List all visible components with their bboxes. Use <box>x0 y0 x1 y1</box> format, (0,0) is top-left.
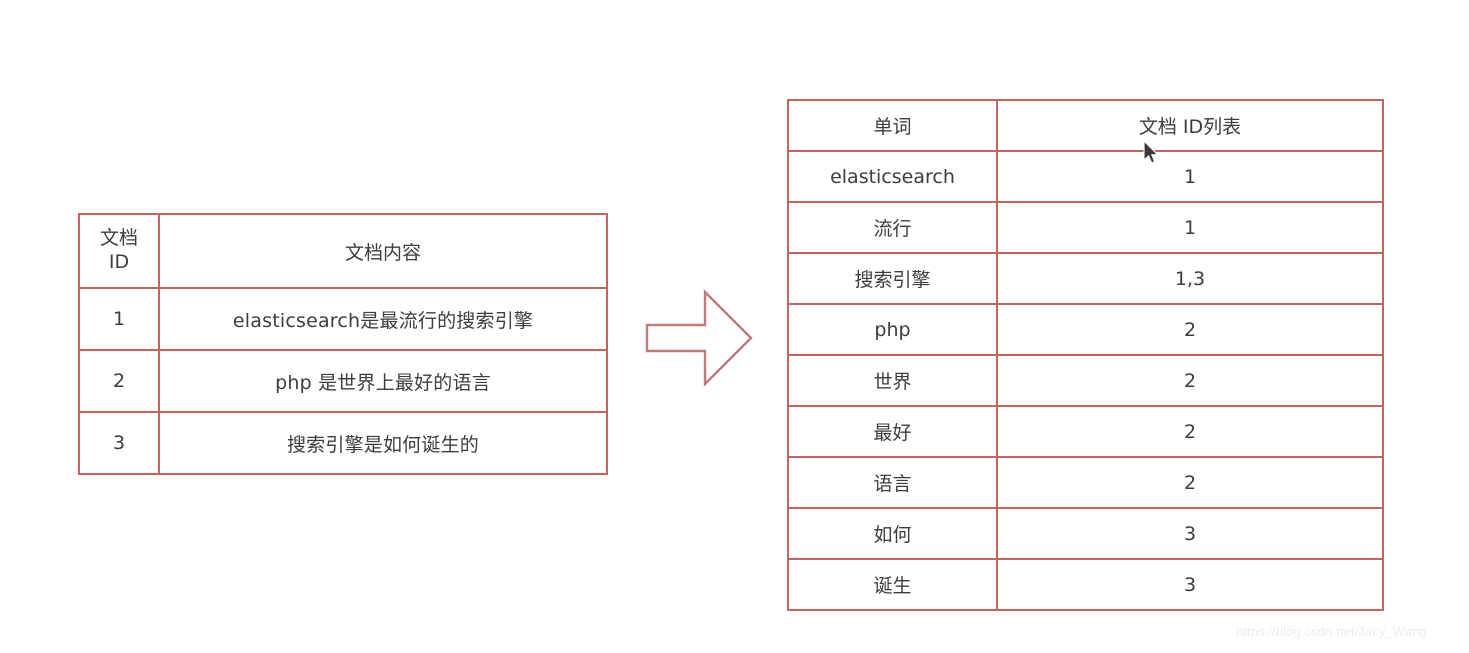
document-id-cell: 2 <box>78 349 160 413</box>
term-cell: 诞生 <box>787 558 998 611</box>
document-content-cell: elasticsearch是最流行的搜索引擎 <box>158 287 608 351</box>
term-cell: 搜索引擎 <box>787 252 998 305</box>
doc-ids-cell: 3 <box>996 507 1384 560</box>
document-content-cell: php 是世界上最好的语言 <box>158 349 608 413</box>
table-row: 搜索引擎 1,3 <box>787 252 1384 305</box>
arrow-shape <box>645 289 753 387</box>
term-cell: 如何 <box>787 507 998 560</box>
inverted-index-header-ids: 文档 ID列表 <box>996 99 1384 152</box>
documents-header-content: 文档内容 <box>158 213 608 289</box>
doc-ids-cell: 3 <box>996 558 1384 611</box>
term-cell: elasticsearch <box>787 150 998 203</box>
table-row: 如何 3 <box>787 507 1384 560</box>
documents-table: 文档 ID 文档内容 1 elasticsearch是最流行的搜索引擎 2 ph… <box>78 213 608 475</box>
doc-ids-cell: 2 <box>996 405 1384 458</box>
table-row: 1 elasticsearch是最流行的搜索引擎 <box>78 287 608 351</box>
doc-ids-cell: 2 <box>996 354 1384 407</box>
doc-ids-cell: 1,3 <box>996 252 1384 305</box>
doc-ids-cell: 2 <box>996 303 1384 356</box>
term-cell: 最好 <box>787 405 998 458</box>
table-row: 语言 2 <box>787 456 1384 509</box>
document-content-cell: 搜索引擎是如何诞生的 <box>158 411 608 475</box>
right-block-arrow-icon <box>645 289 753 387</box>
watermark: https://blog.csdn.net/Jacy_Wang <box>1236 624 1427 639</box>
inverted-index-header-row: 单词 文档 ID列表 <box>787 99 1384 152</box>
documents-header-id-line2: ID <box>108 251 130 273</box>
table-row: 流行 1 <box>787 201 1384 254</box>
table-row: elasticsearch 1 <box>787 150 1384 203</box>
documents-header-id-line1: 文档 <box>99 227 138 250</box>
documents-header-id: 文档 ID <box>78 213 160 289</box>
table-row: php 2 <box>787 303 1384 356</box>
table-row: 诞生 3 <box>787 558 1384 611</box>
term-cell: php <box>787 303 998 356</box>
table-row: 2 php 是世界上最好的语言 <box>78 349 608 413</box>
inverted-index-header-term: 单词 <box>787 99 998 152</box>
documents-table-header-row: 文档 ID 文档内容 <box>78 213 608 289</box>
inverted-index-table: 单词 文档 ID列表 elasticsearch 1 流行 1 搜索引擎 1,3… <box>787 99 1384 611</box>
term-cell: 语言 <box>787 456 998 509</box>
term-cell: 世界 <box>787 354 998 407</box>
table-row: 世界 2 <box>787 354 1384 407</box>
document-id-cell: 1 <box>78 287 160 351</box>
doc-ids-cell: 1 <box>996 201 1384 254</box>
term-cell: 流行 <box>787 201 998 254</box>
doc-ids-cell: 1 <box>996 150 1384 203</box>
table-row: 最好 2 <box>787 405 1384 458</box>
document-id-cell: 3 <box>78 411 160 475</box>
table-row: 3 搜索引擎是如何诞生的 <box>78 411 608 475</box>
doc-ids-cell: 2 <box>996 456 1384 509</box>
